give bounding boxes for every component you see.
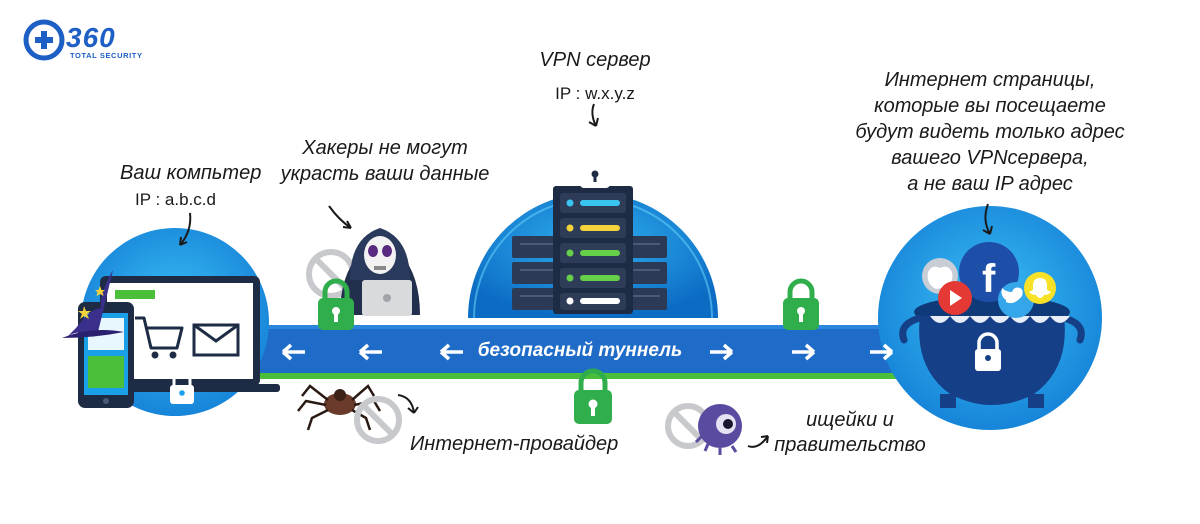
snapchat-icon — [1024, 272, 1056, 304]
hackers-label-line1: Хакеры не могут — [302, 137, 468, 159]
spider-icon — [297, 384, 382, 431]
computer-ip-label: IP : a.b.c.d — [135, 190, 216, 209]
spies-label-line2: правительство — [774, 434, 926, 456]
lock-icon — [580, 146, 610, 188]
arrow-icon — [397, 394, 419, 414]
vpn-server-label: VPN сервер — [539, 49, 651, 71]
wizard-hat-icon — [62, 270, 124, 338]
eye-icon — [694, 404, 742, 455]
arrow-icon — [281, 343, 894, 361]
websites-label-line5: а не ваш IP адрес — [907, 173, 1073, 195]
websites-label-line1: Интернет страницы, — [884, 69, 1096, 91]
hacker-icon — [340, 228, 420, 316]
computer-label: Ваш компьтер — [120, 162, 262, 184]
logo-subtitle: TOTAL SECURITY — [70, 51, 143, 60]
server-icon — [512, 186, 667, 314]
lock-icon — [975, 332, 1001, 371]
envelope-icon — [192, 323, 240, 357]
lock-icon — [574, 368, 612, 424]
websites-label-line3: будут видеть только адрес — [855, 121, 1125, 143]
spies-label-line1: ищейки и — [806, 409, 894, 431]
websites-label-line4: вашего VPNсервера, — [891, 147, 1089, 169]
lock-icon — [318, 278, 354, 330]
lock-icon — [170, 370, 194, 404]
vpn-ip-label: IP : w.x.y.z — [555, 84, 635, 103]
arrow-icon — [179, 103, 993, 246]
secure-tunnel — [230, 325, 950, 379]
websites-label-line2: которые вы посещаете — [874, 95, 1106, 117]
logo-plus-icon — [23, 19, 65, 61]
lock-icon — [783, 278, 819, 330]
cart-icon — [135, 316, 184, 359]
isp-label: Интернет-провайдер — [410, 433, 619, 455]
logo-number: 360 — [66, 22, 116, 53]
tunnel-label: безопасный туннель — [477, 340, 683, 361]
hackers-label-line2: украсть ваши данные — [280, 163, 490, 185]
youtube-icon — [938, 281, 972, 315]
no-sign-icon — [354, 396, 402, 444]
svg-text:f: f — [982, 257, 996, 301]
arrow-icon — [747, 435, 769, 448]
